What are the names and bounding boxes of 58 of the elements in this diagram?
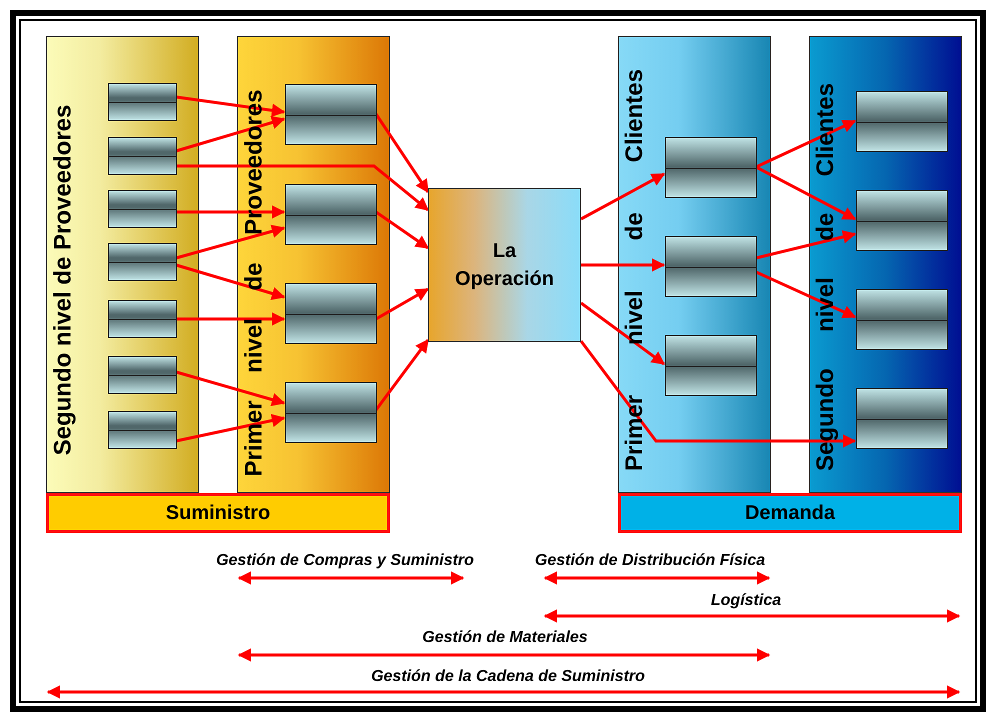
arrow xyxy=(755,120,856,168)
arrow xyxy=(580,302,666,366)
tier-column xyxy=(809,36,962,493)
empty-box xyxy=(285,84,377,145)
empty-box xyxy=(665,335,757,396)
arrow xyxy=(176,370,286,406)
operation-box xyxy=(428,188,581,342)
arrow xyxy=(581,258,666,272)
empty-box xyxy=(108,190,177,228)
empty-box xyxy=(108,356,177,394)
empty-box xyxy=(665,236,757,297)
arrow xyxy=(176,312,286,326)
tier-label: Segundo nivel de Clientes xyxy=(811,83,840,471)
arrow xyxy=(176,414,286,442)
empty-box xyxy=(856,91,948,152)
arrow xyxy=(580,172,666,220)
arrow xyxy=(580,340,856,448)
arrow xyxy=(375,210,430,250)
empty-box xyxy=(108,83,177,121)
empty-box xyxy=(108,300,177,338)
tier-column xyxy=(237,36,390,493)
empty-box xyxy=(108,243,177,281)
tier-label: Segundo nivel de Proveedores xyxy=(48,103,77,457)
arrow xyxy=(755,270,856,318)
arrow xyxy=(176,264,286,300)
arrow xyxy=(176,164,430,212)
empty-box xyxy=(856,190,948,251)
box-label: Suministro xyxy=(166,502,270,524)
arrow xyxy=(374,113,430,194)
range-label: Logística xyxy=(710,592,782,610)
empty-box xyxy=(856,388,948,449)
range-label: Gestión de Compras y Suministro xyxy=(216,552,474,570)
range-label: Gestión de la Cadena de Suministro xyxy=(371,668,645,686)
arrow xyxy=(176,116,286,152)
arrow xyxy=(374,338,430,411)
tier-label: Primer nivel de Proveedores xyxy=(239,89,268,476)
box-label: Demanda xyxy=(744,502,836,524)
empty-box xyxy=(285,184,377,245)
range-label: Gestión de Materiales xyxy=(422,629,588,647)
arrow xyxy=(176,96,286,118)
empty-box xyxy=(108,137,177,175)
tier-column xyxy=(46,36,199,493)
arrow xyxy=(755,166,856,220)
box-label: La Operación xyxy=(454,239,555,292)
tier-column xyxy=(618,36,771,493)
category-band xyxy=(46,493,390,533)
empty-box xyxy=(108,411,177,449)
arrow xyxy=(176,224,286,260)
arrow xyxy=(375,288,430,320)
empty-box xyxy=(285,283,377,344)
empty-box xyxy=(856,289,948,350)
range-label: Gestión de Distribución Física xyxy=(534,552,766,570)
empty-box xyxy=(665,137,757,198)
arrow xyxy=(756,230,856,260)
tier-label: Primer nivel de Clientes xyxy=(620,69,649,471)
empty-box xyxy=(285,382,377,443)
arrow xyxy=(176,205,286,219)
category-band xyxy=(618,493,962,533)
